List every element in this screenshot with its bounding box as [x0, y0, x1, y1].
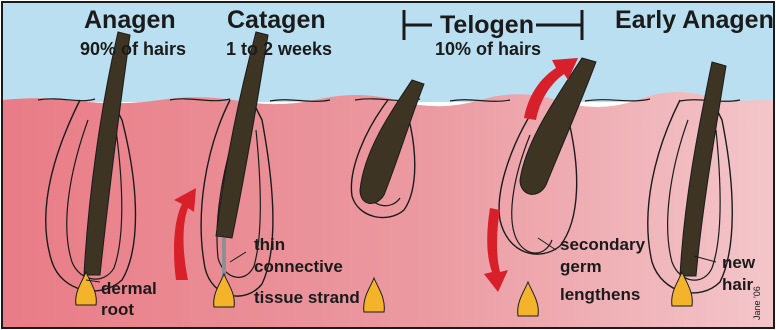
dermal-root-label-2: root: [101, 300, 134, 319]
artist-signature: Jane '06: [752, 286, 762, 320]
stage-3-title: Telogen: [440, 11, 534, 39]
stage-4-title: Early Anagen: [615, 6, 774, 34]
connective-label-2: connective: [254, 257, 343, 276]
stage-1-title: Anagen: [84, 6, 176, 34]
secondary-germ-label-2: germ: [560, 257, 602, 276]
connective-label-3: tissue strand: [254, 288, 360, 307]
stage-1-subtitle: 90% of hairs: [80, 39, 186, 59]
stage-2-subtitle: 1 to 2 weeks: [226, 39, 332, 59]
stage-2-title: Catagen: [227, 6, 326, 34]
new-hair-label-2: hair: [722, 275, 754, 294]
secondary-germ-label-3: lengthens: [560, 285, 640, 304]
connective-label-1: thin: [254, 235, 285, 254]
secondary-germ-label-1: secondary: [560, 235, 646, 254]
new-hair-label-1: new: [722, 253, 756, 272]
dermal-root-label-1: dermal: [101, 279, 157, 298]
stage-3-subtitle: 10% of hairs: [435, 39, 541, 59]
